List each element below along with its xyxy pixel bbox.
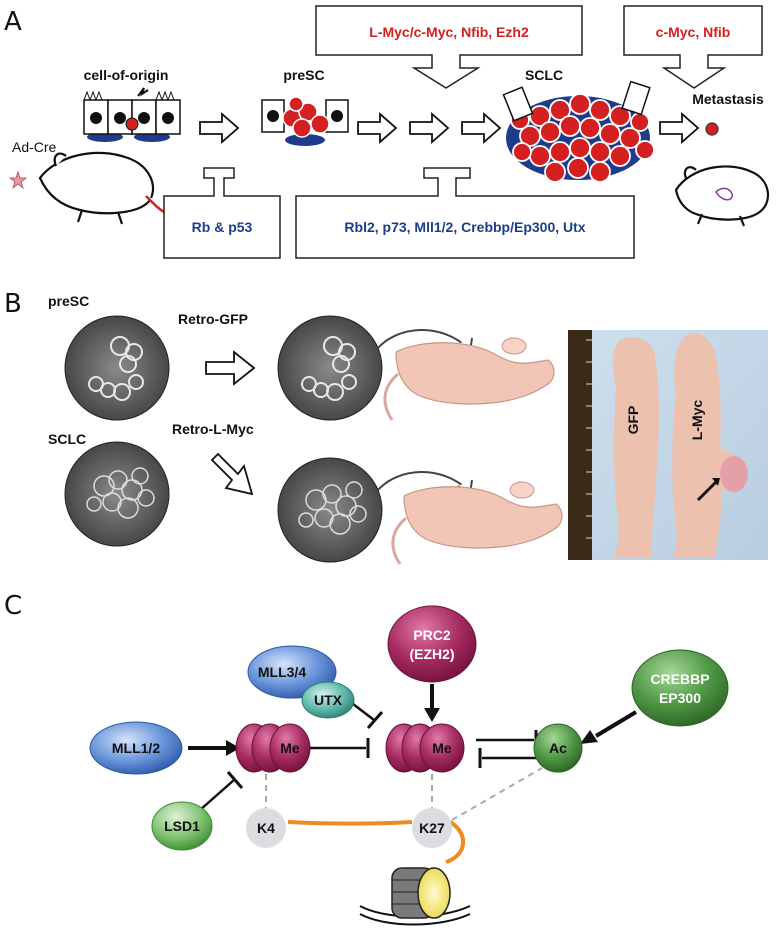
box-top-1-text: L-Myc/c-Myc, Nfib, Ezh2 (369, 24, 529, 40)
mouse-icon-right (674, 165, 770, 227)
me-k4-label: Me (280, 740, 300, 756)
k4-label: K4 (257, 820, 275, 836)
micrograph-presc-before (64, 315, 170, 421)
utx-label: UTX (314, 692, 343, 708)
nude-mouse-bottom (391, 481, 563, 565)
mouse-icon-left (38, 151, 183, 225)
prc2-label-1: PRC2 (413, 627, 451, 643)
sclc-tumor-illustration (502, 80, 655, 183)
box-bottom-1-text: Rb & p53 (192, 219, 253, 235)
sclc-label-b: SCLC (48, 431, 86, 447)
panel-a-label: A (4, 7, 22, 37)
panel-c-label: C (4, 591, 22, 621)
photo-gfp-label: GFP (625, 406, 641, 435)
crebbp-label-1: CREBBP (650, 671, 709, 687)
crebbp-label-2: EP300 (659, 690, 701, 706)
virus-star-icon (8, 170, 28, 190)
histone-me-k27: Me (385, 723, 465, 773)
mll12-node: MLL1/2 (89, 721, 183, 775)
utx-node: UTX (301, 681, 355, 719)
presc-label-a: preSC (283, 67, 324, 83)
photo-lmyc-label: L-Myc (689, 400, 705, 441)
ac-label: Ac (549, 740, 567, 756)
nucleosome-icon (359, 867, 471, 926)
retro-gfp-label: Retro-GFP (178, 311, 248, 327)
presc-illustration (261, 96, 349, 146)
prc2-label-2: (EZH2) (409, 646, 454, 662)
micrograph-presc-after (277, 315, 383, 421)
mll34-label: MLL3/4 (258, 664, 306, 680)
nude-mouse-top (383, 337, 555, 421)
k27-node: K27 (412, 808, 452, 848)
metastasis-dot (705, 122, 719, 136)
box-bottom-2-text: Rbl2, p73, Mll1/2, Crebbp/Ep300, Utx (344, 219, 585, 235)
progression-arrows (199, 112, 700, 144)
micrograph-sclc-before (64, 441, 170, 547)
callout-box-top-2: c-Myc, Nfib (623, 5, 763, 89)
micrograph-sclc-after (277, 457, 383, 563)
retro-lmyc-label: Retro-L-Myc (172, 421, 254, 437)
sclc-label-a: SCLC (525, 67, 563, 83)
callout-box-bottom-2: Rbl2, p73, Mll1/2, Crebbp/Ep300, Utx (295, 167, 635, 259)
callout-box-top-1: L-Myc/c-Myc, Nfib, Ezh2 (315, 5, 583, 89)
panel-b-arrows (205, 350, 256, 496)
callout-box-bottom-1: Rb & p53 (163, 167, 281, 259)
ad-cre-label: Ad-Cre (12, 139, 57, 155)
k4-node: K4 (246, 808, 286, 848)
cell-of-origin-label: cell-of-origin (84, 67, 169, 83)
mll12-label: MLL1/2 (112, 740, 160, 756)
lsd1-label: LSD1 (164, 818, 200, 834)
histone-me-k4: Me (235, 723, 311, 773)
metastasis-label: Metastasis (692, 91, 764, 107)
prc2-node: PRC2 (EZH2) (387, 605, 477, 683)
cell-of-origin-illustration (83, 87, 181, 142)
panel-b-label: B (4, 289, 22, 319)
k27-label: K27 (419, 820, 445, 836)
box-top-2-text: c-Myc, Nfib (656, 24, 731, 40)
me-k27-label: Me (432, 740, 452, 756)
crebbp-node: CREBBP EP300 (631, 649, 729, 727)
xenograft-photo (568, 330, 768, 560)
presc-label-b: preSC (48, 293, 89, 309)
lsd1-node: LSD1 (151, 801, 213, 851)
ac-node: Ac (533, 723, 583, 773)
